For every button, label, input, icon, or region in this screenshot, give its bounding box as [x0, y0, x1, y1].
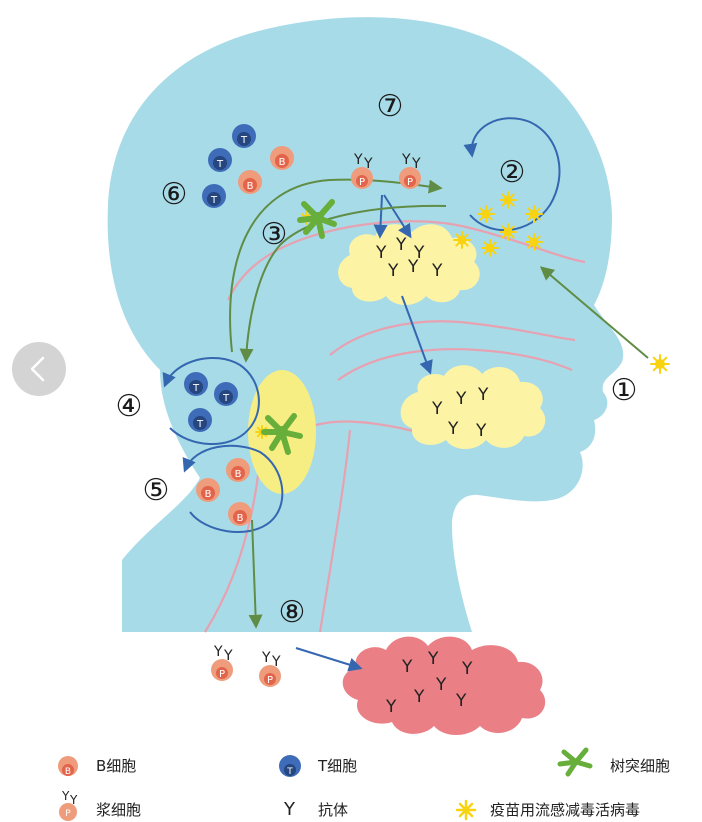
legend-t-cell-label: T细胞 — [317, 757, 357, 775]
svg-text:T: T — [192, 383, 200, 394]
virus-icon — [651, 355, 669, 373]
b-cell: B — [238, 170, 262, 194]
svg-text:B: B — [65, 767, 71, 777]
antibody-icon: Y — [435, 675, 447, 695]
t-cell: T — [184, 372, 208, 396]
antibody-icon: Y — [477, 385, 489, 405]
antibody-icon: Y — [475, 421, 487, 441]
svg-text:P: P — [407, 177, 413, 188]
chevron-left-icon — [12, 342, 66, 396]
legend-t-cell: T T细胞 — [279, 755, 357, 777]
b-cell: B — [270, 146, 294, 170]
t-cell: T — [214, 382, 238, 406]
b-cell: B — [228, 502, 252, 526]
step-7: ⑦ — [377, 89, 404, 124]
legend-dendritic-cell: 树突细胞 — [560, 750, 670, 775]
svg-text:P: P — [359, 177, 365, 188]
virus-icon — [526, 234, 542, 250]
legend-virus: 疫苗用流感减毒活病毒 — [457, 801, 640, 819]
svg-text:Y: Y — [353, 152, 363, 168]
virus-icon — [478, 206, 494, 222]
svg-text:Y: Y — [213, 644, 223, 660]
step-3: ③ — [261, 217, 288, 252]
svg-text:P: P — [219, 669, 225, 680]
antibody-icon: Y — [395, 235, 407, 255]
b-cell: B — [196, 478, 220, 502]
legend-b-cell-label: B细胞 — [96, 757, 136, 775]
antibody-icon: Y — [455, 389, 467, 409]
svg-text:T: T — [196, 419, 204, 430]
virus-icon — [482, 240, 498, 256]
antibody-icon: Y — [447, 419, 459, 439]
svg-text:T: T — [240, 135, 248, 146]
back-button[interactable] — [12, 342, 66, 396]
step-1: ① — [611, 373, 638, 408]
virus-icon — [500, 224, 516, 240]
t-cell: T — [188, 408, 212, 432]
b-cell: B — [226, 458, 250, 482]
step-2: ② — [499, 155, 526, 190]
legend-b-cell: B B细胞 — [58, 756, 136, 777]
antibody-icon: Y — [455, 691, 467, 711]
antibody-icon: Y — [413, 687, 425, 707]
t-cell: T — [202, 184, 226, 208]
t-cell: T — [208, 148, 232, 172]
svg-text:T: T — [210, 195, 218, 206]
antibody-symbol: Y — [283, 799, 296, 820]
legend: B B细胞 T T细胞 树突细胞 Y Y P 浆细胞 Y 抗体 — [58, 750, 670, 821]
antibody-icon: Y — [427, 649, 439, 669]
svg-text:P: P — [65, 809, 71, 819]
antibody-icon: Y — [385, 697, 397, 717]
virus-icon — [454, 232, 470, 248]
svg-text:B: B — [205, 489, 212, 500]
antibody-icon: Y — [375, 243, 387, 263]
antibody-icon: Y — [401, 657, 413, 677]
step-4: ④ — [116, 389, 143, 424]
virus-icon — [500, 192, 516, 208]
antibody-icon: Y — [407, 257, 419, 277]
head-silhouette — [108, 17, 624, 632]
antibody-icon: Y — [431, 261, 443, 281]
legend-plasma-label: 浆细胞 — [96, 801, 141, 819]
svg-text:T: T — [216, 159, 224, 170]
svg-text:B: B — [279, 157, 286, 168]
svg-text:B: B — [247, 181, 254, 192]
legend-antibody-label: 抗体 — [318, 801, 348, 819]
svg-text:B: B — [237, 513, 244, 524]
step-6: ⑥ — [161, 177, 188, 212]
antibody-icon: Y — [461, 659, 473, 679]
svg-text:Y: Y — [401, 152, 411, 168]
legend-plasma-cell: Y Y P 浆细胞 — [59, 789, 141, 821]
step-5: ⑤ — [143, 473, 170, 508]
svg-text:T: T — [222, 393, 230, 404]
step-8: ⑧ — [279, 595, 306, 630]
svg-text:Y: Y — [261, 650, 271, 666]
svg-text:T: T — [286, 767, 293, 777]
antibody-icon: Y — [431, 399, 443, 419]
legend-antibody: Y 抗体 — [283, 799, 348, 820]
antibody-icon: Y — [387, 261, 399, 281]
svg-text:P: P — [267, 675, 273, 686]
legend-dendritic-label: 树突细胞 — [610, 757, 670, 775]
t-cell: T — [232, 124, 256, 148]
virus-icon — [526, 206, 542, 222]
svg-text:Y: Y — [61, 789, 70, 803]
legend-virus-label: 疫苗用流感减毒活病毒 — [490, 801, 640, 819]
svg-text:B: B — [235, 469, 242, 480]
